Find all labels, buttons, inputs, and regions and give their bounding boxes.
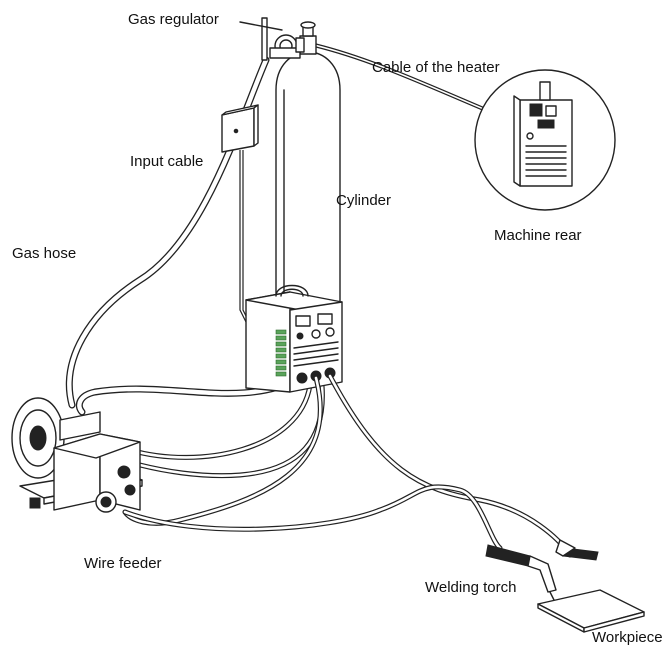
vent-grille-green [275, 329, 287, 377]
label-input-cable: Input cable [130, 153, 204, 170]
gas-cylinder [275, 21, 341, 319]
label-machine-rear: Machine rear [494, 227, 582, 244]
machine-rear-inset [474, 69, 616, 211]
earth-clamp [555, 539, 599, 561]
label-cylinder: Cylinder [336, 192, 392, 209]
torch-cables [122, 373, 573, 558]
gas-regulator [239, 17, 305, 61]
label-wire-feeder: Wire feeder [84, 555, 162, 572]
label-gas-hose: Gas hose [12, 245, 77, 262]
label-welding-torch: Welding torch [425, 579, 517, 596]
wall-switch-box [221, 104, 259, 153]
label-cable-of-heater: Cable of the heater [372, 59, 500, 76]
workpiece-plate [537, 589, 645, 633]
welding-machine [245, 284, 343, 393]
wire-feeder [11, 397, 143, 513]
label-gas-regulator: Gas regulator [128, 11, 219, 28]
welding-torch [485, 544, 557, 605]
label-workpiece: Workpiece [592, 629, 663, 646]
